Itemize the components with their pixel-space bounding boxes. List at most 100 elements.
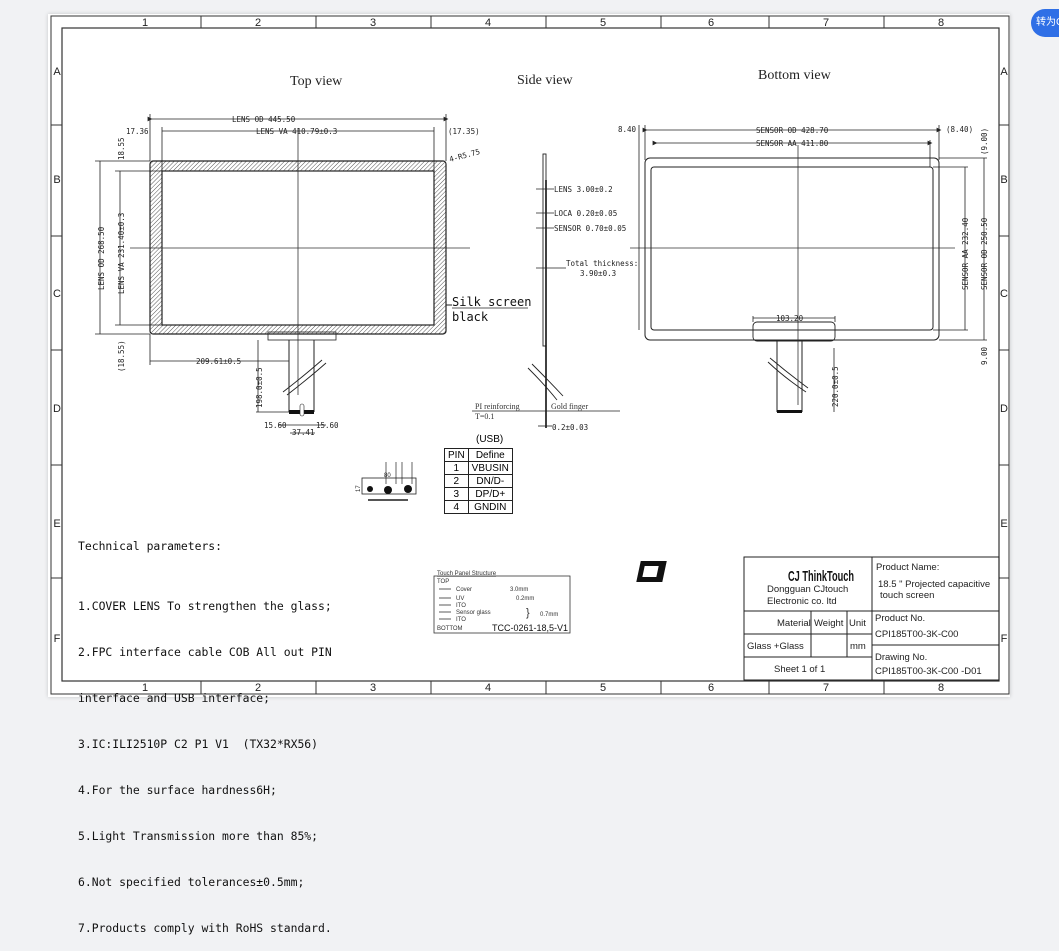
fpc-offset: 209.61±0.5 [196,357,241,366]
title-block-text: Dongguan CJtouch Electronic co. ltd Prod… [747,562,990,677]
sensor-od-height: SENSOR OD 250.50 [980,217,989,290]
svg-text:6: 6 [708,17,714,29]
lens-va-width: LENS VA 410.79±0.3 [256,127,337,136]
svg-text:17: 17 [356,485,362,492]
tech-params-title: Technical parameters: [78,538,223,553]
fpc-length-bottom: 220.0±0.5 [831,366,840,407]
fpc-length: 198.0±0.5 [255,367,264,408]
title-block-grid [743,556,1000,681]
svg-text:2: 2 [255,682,261,694]
svg-text:Glass +Glass: Glass +Glass [747,641,804,652]
svg-text:mm: mm [850,641,866,652]
svg-text:B: B [53,174,60,186]
tech-param-item: interface and USB interface; [78,691,271,706]
svg-text:2: 2 [255,17,261,29]
svg-text:TOP: TOP [437,579,449,585]
svg-text:D: D [53,403,61,415]
product-name: 18.5 " Projected capacitive [878,579,990,590]
top-view: LENS OD 445.50 LENS VA 410.79±0.3 17.36 … [95,114,531,437]
svg-text:15.60: 15.60 [264,421,287,430]
svg-text:E: E [53,518,60,530]
lens-od-height: LENS OD 268.50 [97,226,106,290]
grid-column-dividers [51,16,1009,694]
company-logo: CJ ThinkTouch [636,561,854,585]
svg-text:PI reinforcing: PI reinforcing [475,402,520,411]
technical-parameters: Technical parameters: 1.COVER LENS To st… [78,508,332,951]
svg-text:0.2±0.03: 0.2±0.03 [552,423,588,432]
grid-labels: 1 2 3 4 5 6 7 8 1 2 3 4 5 6 7 8 A B C D … [53,17,1008,694]
side-view: LENS 3.00±0.2 LOCA 0.20±0.05 SENSOR 0.70… [472,153,638,432]
side-view-title: Side view [517,73,573,88]
svg-text:(18.55): (18.55) [117,340,126,372]
svg-text:1: 1 [142,17,148,29]
svg-text:4: 4 [485,682,491,694]
svg-text:8.40: 8.40 [618,125,637,134]
svg-text:(17.35): (17.35) [448,127,480,136]
bottom-view-title: Bottom view [758,68,832,83]
svg-text:Sheet 1 of 1: Sheet 1 of 1 [774,664,825,675]
svg-text:Sensor glass: Sensor glass [456,610,491,616]
svg-text:D: D [1000,403,1008,415]
tech-param-item: 1.COVER LENS To strengthen the glass; [78,599,332,614]
tech-param-item: 2.FPC interface cable COB All out PIN [78,645,332,660]
drawing-number: CPI185T00-3K-C00 -D01 [875,666,982,677]
svg-text:A: A [1000,66,1008,78]
svg-text:1: 1 [142,682,148,694]
svg-text:BOTTOM: BOTTOM [437,626,463,632]
svg-text:0.7mm: 0.7mm [540,612,558,618]
svg-text:B: B [1000,174,1007,186]
svg-text:18.55: 18.55 [117,137,126,160]
svg-text:Dongguan CJtouch: Dongguan CJtouch [767,584,848,595]
usb-caption: (USB) [476,434,504,445]
view-titles: Top view Side view Bottom view [290,68,832,89]
svg-text:7: 7 [823,682,829,694]
svg-text:5: 5 [600,17,606,29]
svg-text:9.00: 9.00 [980,346,989,365]
technical-drawing: 1 2 3 4 5 6 7 8 1 2 3 4 5 6 7 8 A B C D … [50,15,1010,695]
convert-button[interactable]: 转为C [1031,9,1059,37]
svg-text:4: 4 [485,17,491,29]
svg-text:4-R5.75: 4-R5.75 [448,147,481,164]
sensor-aa-width: SENSOR AA 411.80 [756,139,829,148]
tech-param-item: 6.Not specified tolerances±0.5mm; [78,874,305,889]
svg-text:T=0.1: T=0.1 [475,412,494,421]
silk-screen-label: Silk screen [452,295,531,309]
svg-text:Product No.: Product No. [875,613,925,624]
svg-text:ITO: ITO [456,617,466,623]
svg-text:8: 8 [938,682,944,694]
svg-text:3.90±0.3: 3.90±0.3 [580,269,616,278]
tech-param-item: 7.Products comply with RoHS standard. [78,920,332,935]
svg-text:CJ ThinkTouch: CJ ThinkTouch [788,568,854,585]
svg-text:37.41: 37.41 [292,428,315,437]
svg-text:Electronic co. ltd: Electronic co. ltd [767,596,837,607]
svg-text:ITO: ITO [456,603,466,609]
lens-va-height: LENS VA 231.40±0.3 [117,213,126,294]
svg-text:Unit: Unit [849,618,866,629]
svg-text:Weight: Weight [814,618,844,629]
svg-text:6: 6 [708,682,714,694]
svg-text:F: F [1001,633,1008,645]
svg-text:}: } [526,607,530,619]
tech-param-item: 5.Light Transmission more than 85%; [78,828,319,843]
svg-text:Drawing No.: Drawing No. [875,652,927,663]
tech-param-item: 3.IC:ILI2510P C2 P1 V1 (TX32*RX56) [78,737,319,752]
bottom-view: 8.40 (8.40) SENSOR OD 428.70 SENSOR AA 4… [618,125,989,413]
svg-text:3.0mm: 3.0mm [510,587,528,593]
svg-text:SENSOR 0.70±0.05: SENSOR 0.70±0.05 [554,224,626,233]
connector-sketch: 80 17 [356,462,417,501]
svg-text:A: A [53,66,61,78]
svg-text:black: black [452,310,489,324]
svg-text:LENS 3.00±0.2: LENS 3.00±0.2 [554,185,613,194]
svg-text:C: C [1000,288,1008,300]
svg-text:Total thickness:: Total thickness: [566,259,638,268]
svg-text:17.36: 17.36 [126,127,149,136]
svg-text:7: 7 [823,17,829,29]
structure-code: TCC-0261-18,5-V1 [492,623,568,633]
tech-param-item: 4.For the surface hardness6H; [78,783,277,798]
svg-text:touch screen: touch screen [880,590,934,601]
touch-panel-structure: Touch Panel Structure TOP Cover 3.0mm UV… [433,571,571,634]
